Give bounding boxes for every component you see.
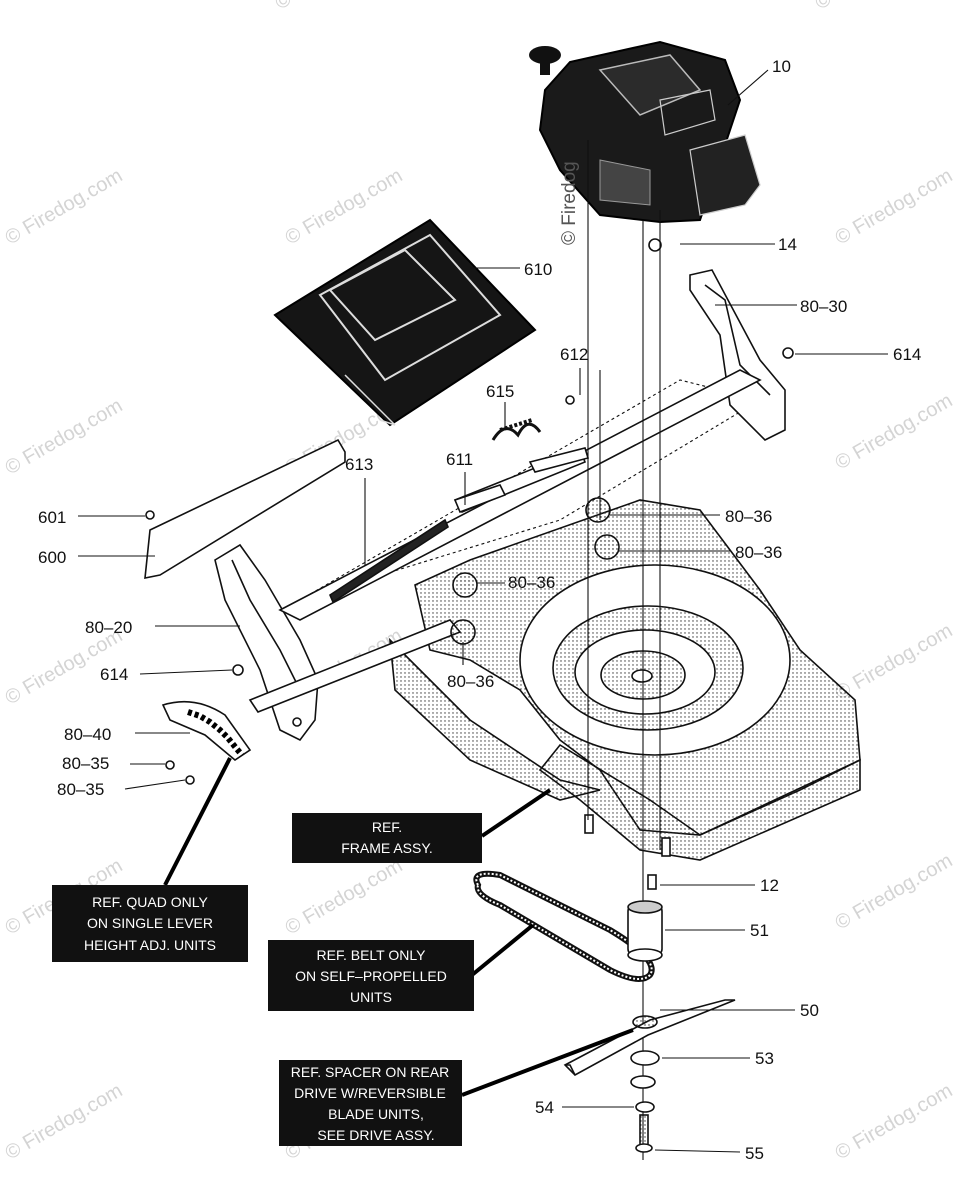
blade-50 <box>563 999 736 1153</box>
label-80-36: 80–36 <box>508 573 555 592</box>
watermark: © Firedog.com <box>832 620 957 705</box>
ref-quad-line2: ON SINGLE LEVER <box>87 915 213 931</box>
watermark: © Firedog.com <box>282 855 407 940</box>
label-80-40: 80–40 <box>64 725 111 744</box>
part-labels: 10 14 610 80–30 612 614 615 613 611 601 … <box>38 57 921 1163</box>
spring-615 <box>491 418 542 441</box>
label-10: 10 <box>772 57 791 76</box>
vertical-watermark: © Firedog <box>559 161 580 245</box>
label-610: 610 <box>524 260 552 279</box>
watermark: © Firedog.com <box>2 165 127 250</box>
watermark: © Firedog.com <box>2 395 127 480</box>
ref-frame-box: REF. FRAME ASSY. <box>292 813 482 863</box>
ref-spacer-line3: BLADE UNITS, <box>328 1106 424 1122</box>
ref-frame-line2: FRAME ASSY. <box>341 840 433 856</box>
watermark: © Firedog.com <box>812 0 937 14</box>
quadrant-80-40 <box>161 700 252 761</box>
watermark: © Firedog.com <box>832 850 957 935</box>
leader-lines <box>78 69 888 1153</box>
ref-spacer-line2: DRIVE W/REVERSIBLE <box>294 1085 446 1101</box>
ref-quad-box: REF. QUAD ONLY ON SINGLE LEVER HEIGHT AD… <box>52 885 248 962</box>
label-613: 613 <box>345 455 373 474</box>
label-615: 615 <box>486 382 514 401</box>
ref-spacer-line1: REF. SPACER ON REAR <box>291 1064 449 1080</box>
fasteners <box>145 238 794 890</box>
watermark: © Firedog.com <box>2 1080 127 1165</box>
ref-belt-line2: ON SELF–PROPELLED <box>295 968 447 984</box>
label-80-36: 80–36 <box>447 672 494 691</box>
label-80-30: 80–30 <box>800 297 847 316</box>
ref-frame-line1: REF. <box>372 819 402 835</box>
label-12: 12 <box>760 876 779 895</box>
label-612: 612 <box>560 345 588 364</box>
label-51: 51 <box>750 921 769 940</box>
bracket-80-20 <box>214 543 319 742</box>
label-80-36: 80–36 <box>735 543 782 562</box>
bracket-80-30 <box>689 269 786 441</box>
ref-spacer-line4: SEE DRIVE ASSY. <box>317 1127 434 1143</box>
label-50: 50 <box>800 1001 819 1020</box>
watermark: © Firedog.com <box>832 1080 957 1165</box>
watermark: © Firedog.com <box>272 0 397 14</box>
shaft-lines <box>587 140 661 1160</box>
label-611: 611 <box>446 450 473 469</box>
adapter-51 <box>627 900 663 962</box>
label-53: 53 <box>755 1049 774 1068</box>
engine-10: © Firedog <box>529 40 761 245</box>
label-80-20: 80–20 <box>85 618 132 637</box>
label-80-35: 80–35 <box>57 780 104 799</box>
ref-belt-line1: REF. BELT ONLY <box>317 947 427 963</box>
ref-quad-line1: REF. QUAD ONLY <box>92 894 208 910</box>
watermark: © Firedog.com <box>282 165 407 250</box>
label-54: 54 <box>535 1098 554 1117</box>
watermark: © Firedog.com <box>832 165 957 250</box>
label-614: 614 <box>100 665 128 684</box>
watermark: © Firedog.com <box>832 390 957 475</box>
label-80-35: 80–35 <box>62 754 109 773</box>
label-601: 601 <box>38 508 66 527</box>
ref-belt-line3: UNITS <box>350 989 392 1005</box>
ref-quad-line3: HEIGHT ADJ. UNITS <box>84 937 216 953</box>
label-600: 600 <box>38 548 66 567</box>
mower-deck <box>299 379 861 861</box>
belt <box>473 870 655 982</box>
ref-spacer-box: REF. SPACER ON REAR DRIVE W/REVERSIBLE B… <box>279 1060 462 1146</box>
label-80-36: 80–36 <box>725 507 772 526</box>
label-14: 14 <box>778 235 797 254</box>
ref-callouts: REF. FRAME ASSY. REF. QUAD ONLY ON SINGL… <box>52 757 634 1146</box>
label-614: 614 <box>893 345 921 364</box>
deflector-600 <box>144 438 346 579</box>
ref-belt-box: REF. BELT ONLY ON SELF–PROPELLED UNITS <box>268 940 474 1011</box>
label-55: 55 <box>745 1144 764 1163</box>
rear-cover-610 <box>273 218 537 427</box>
